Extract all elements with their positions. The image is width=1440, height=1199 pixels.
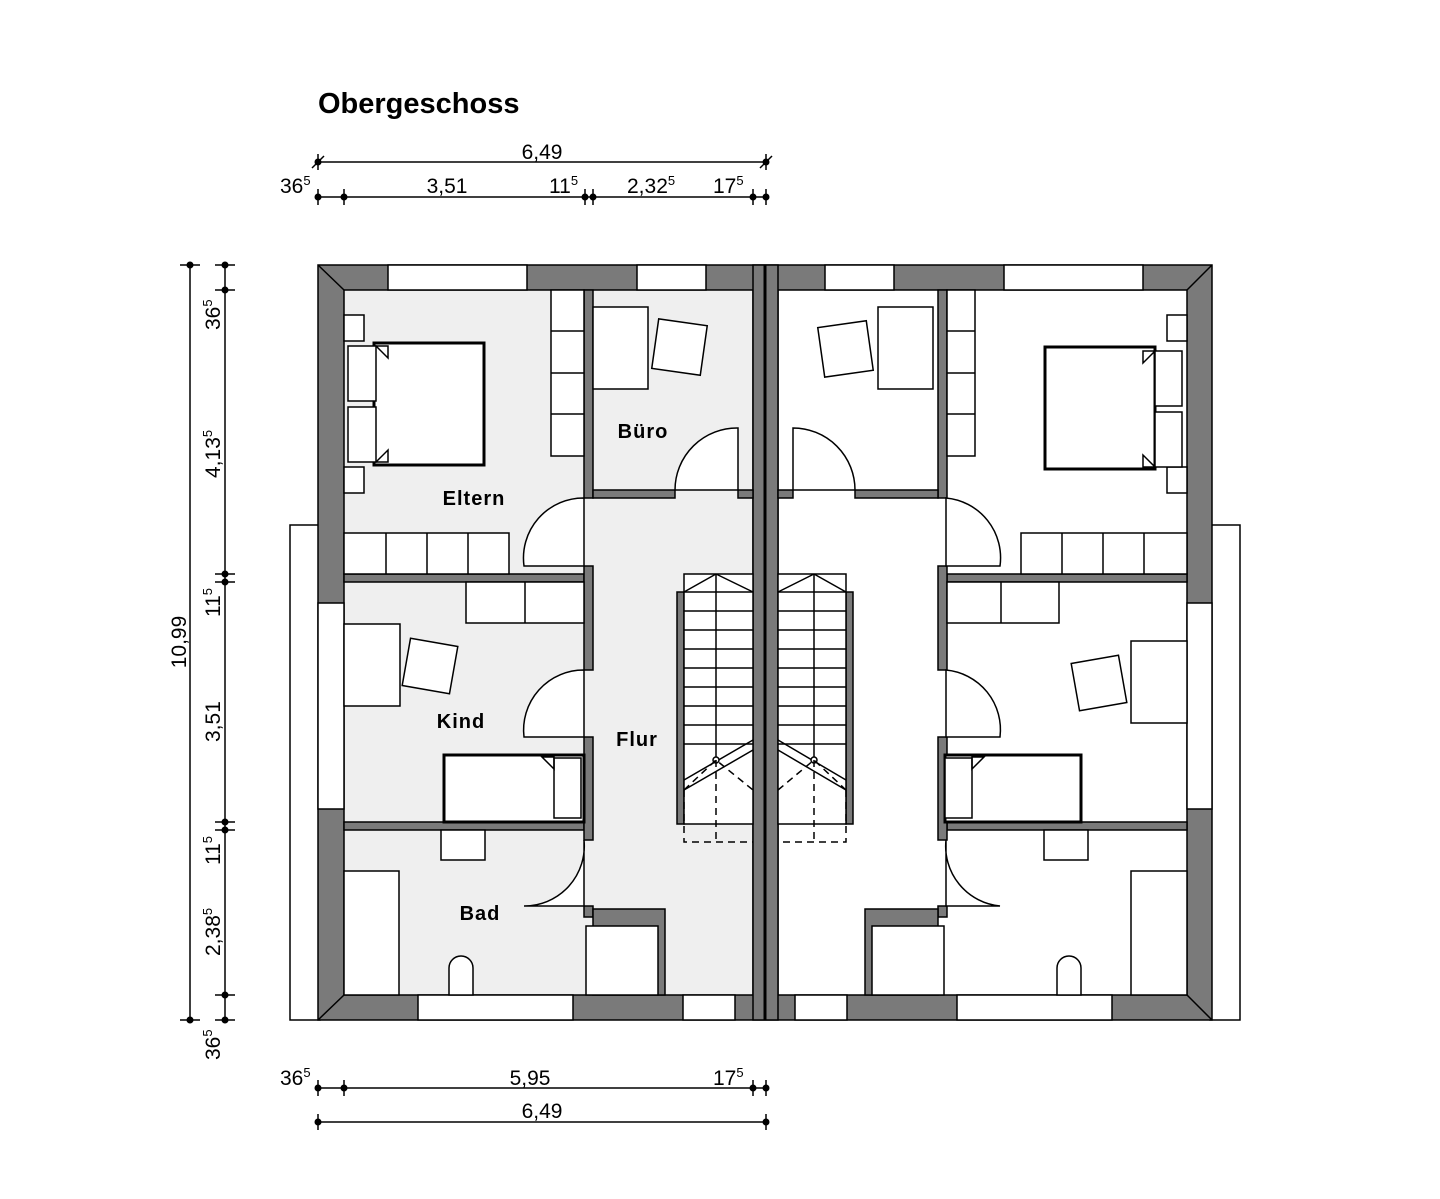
room-label-flur: Flur [616,729,658,751]
dim-bottom-seg: 5,95 [510,1067,551,1090]
dim-top-wall-right: 175 [713,173,744,198]
dim-left-wall-bottom: 365 [200,1029,225,1060]
room-label-buero: Büro [618,421,669,443]
dim-bottom-wall-right: 175 [713,1065,744,1090]
dim-left-seg4: 115 [200,836,225,865]
doors [522,427,1002,907]
windows [317,264,1213,1021]
plan-title: Obergeschoss [318,88,519,120]
dim-top-wall-left: 365 [280,173,311,198]
dim-left-seg3: 3,51 [202,701,225,742]
room-label-eltern: Eltern [443,488,506,510]
left-dimension-chain: 10,99 365 4,135 115 3,51 115 2,385 365 [168,261,235,1060]
room-label-kind: Kind [437,711,485,733]
right-interior-walls [777,289,1188,996]
right-side-slab [1209,524,1241,1021]
dim-left-seg1: 4,135 [200,430,225,478]
dim-top-seg2: 115 [549,173,578,198]
dim-top-total: 6,49 [522,141,563,164]
dim-top-seg1: 3,51 [427,175,468,198]
dim-bottom-wall-left: 365 [280,1065,311,1090]
dim-left-seg5: 2,385 [200,908,225,956]
dim-bottom-total: 6,49 [522,1100,563,1123]
right-furniture [816,289,1188,996]
room-label-bad: Bad [460,903,501,925]
right-staircase [777,573,854,843]
top-dimension-chain: 6,49 365 3,51 115 2,325 175 [280,141,773,205]
dim-left-seg2: 115 [200,588,225,617]
left-staircase [676,573,754,843]
dim-left-wall-top: 365 [200,299,225,330]
dim-top-seg3: 2,325 [627,173,675,198]
left-furniture [343,289,709,996]
left-side-slab [289,524,321,1021]
dim-left-total: 10,99 [168,616,191,669]
bottom-dimension-chain: 365 5,95 175 6,49 [280,1065,770,1130]
